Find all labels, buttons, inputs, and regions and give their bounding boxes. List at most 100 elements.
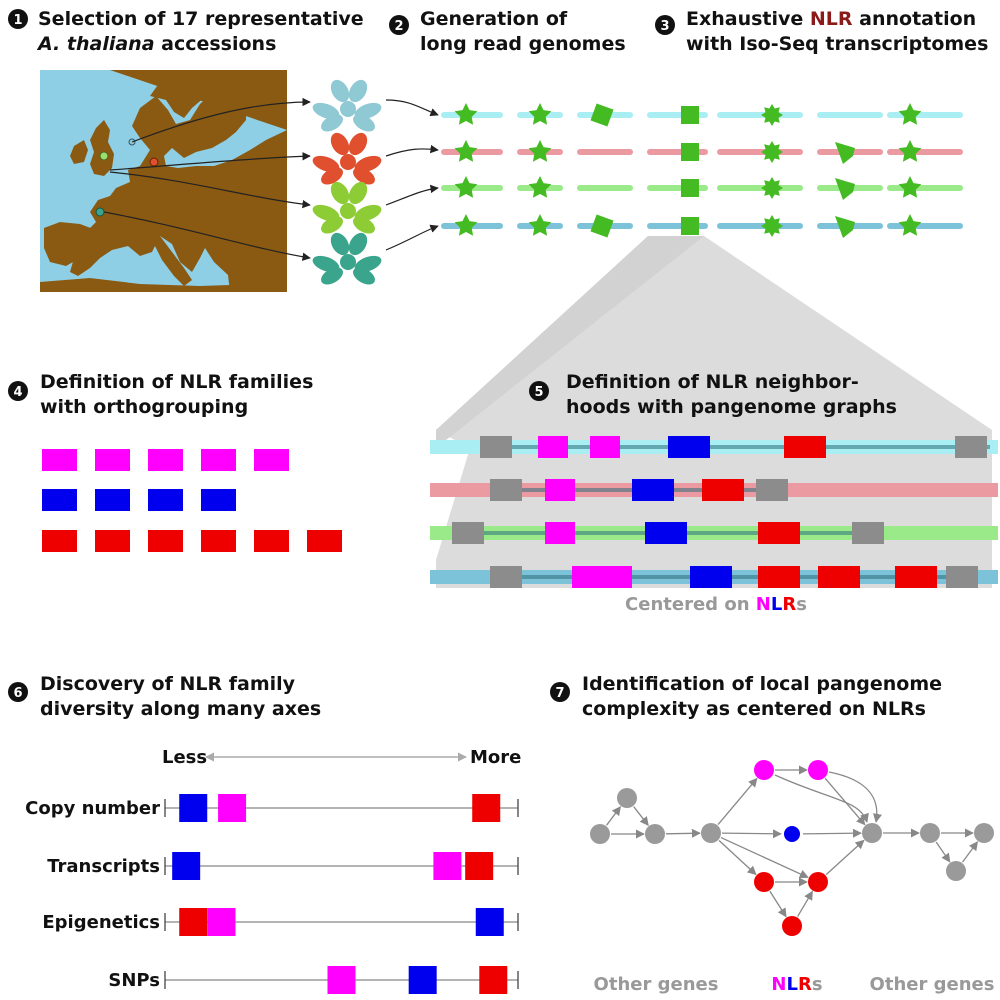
graph-node	[920, 823, 940, 843]
neighborhood-gene	[758, 566, 800, 588]
neighborhood-gene	[702, 479, 744, 501]
plant-rosette	[312, 132, 382, 185]
step-title-line-2: hoods with pangenome graphs	[566, 396, 897, 418]
caption-pre: Centered on	[625, 594, 756, 615]
neighborhood-gene	[756, 479, 788, 501]
plant-leaf	[353, 167, 375, 185]
graph-edge	[962, 841, 979, 863]
nlrs-caption: NLRs	[771, 974, 822, 995]
species-name: A. thaliana	[36, 33, 155, 55]
neighborhood-track	[430, 479, 998, 501]
caption-letter-r: R	[798, 974, 812, 995]
nlr-gene-star	[528, 214, 552, 236]
caption-letter-l: L	[771, 594, 782, 615]
step-title-line-1: Definition of NLR families	[40, 371, 313, 393]
axis-mark	[472, 794, 501, 822]
arrow	[109, 171, 311, 209]
nlr-gene-square	[681, 143, 699, 161]
step-number: 6	[13, 686, 22, 701]
plant-leaf	[353, 216, 375, 234]
axis-row-label: Copy number	[25, 798, 160, 819]
plant-leaf	[321, 114, 343, 132]
plant-leaf	[348, 132, 368, 156]
nlr-family-member	[42, 530, 77, 552]
axis-row-label: SNPs	[108, 970, 160, 991]
graph-edge	[825, 839, 865, 876]
axis-mark	[408, 966, 437, 994]
step-number: 2	[394, 19, 403, 34]
nlr-gene-star	[454, 103, 478, 125]
arrow	[385, 184, 439, 206]
plant-leaf	[348, 181, 368, 205]
step-7-heading: 7 Identification of local pangenome comp…	[550, 673, 942, 720]
graph-edge	[935, 841, 951, 863]
neighborhood-gene	[590, 436, 620, 458]
step-number-badge	[8, 682, 28, 702]
nlr-gene-diamond	[590, 103, 614, 127]
iberia	[44, 222, 96, 266]
step-title-line-1: Selection of 17 representative	[38, 8, 364, 30]
step-title-post: annotation	[853, 8, 977, 30]
plant-leaf	[321, 216, 343, 234]
nlr-gene-burst	[761, 177, 783, 199]
step-title-line-1: Identification of local pangenome	[582, 673, 942, 695]
graph-edge	[720, 836, 809, 879]
nlr-gene-square	[681, 106, 699, 124]
plant-rosette	[312, 79, 382, 132]
graph-node	[808, 872, 828, 892]
north-africa	[40, 278, 287, 292]
step-number-badge	[550, 682, 570, 702]
neighborhood-gene	[946, 566, 978, 588]
nlr-family-member	[95, 530, 130, 552]
graph-edge	[633, 806, 649, 827]
plant-leaf	[330, 181, 350, 205]
nlr-family-member	[95, 449, 130, 471]
axis-mark	[327, 966, 356, 994]
nlr-gene-star	[898, 214, 922, 236]
graph-node	[617, 788, 637, 808]
less-label: Less	[162, 747, 207, 768]
axis-mark	[465, 852, 494, 880]
step-title-line-1: Definition of NLR neighbor-	[566, 371, 859, 393]
neighborhood-track	[430, 522, 998, 544]
nlr-neighborhoods	[430, 436, 998, 588]
nlr-family-member	[201, 530, 236, 552]
nlr-gene-star	[528, 176, 552, 198]
nlr-gene-star	[528, 103, 552, 125]
other-genes-right-caption: Other genes	[870, 974, 995, 995]
arrow	[385, 224, 439, 251]
map-to-plant-arrows	[103, 97, 311, 261]
genome-track	[441, 176, 963, 200]
axis-mark	[218, 794, 247, 822]
axis-mark	[179, 908, 208, 936]
step-title-line-2: with Iso-Seq transcriptomes	[686, 33, 988, 55]
graph-node	[782, 916, 802, 936]
plant-to-genome-arrows	[385, 99, 439, 251]
step-title-line-1: Generation of	[420, 8, 568, 30]
caption-letter-r: R	[782, 594, 796, 615]
nlr-family-member	[201, 489, 236, 511]
axis-mark	[479, 966, 508, 994]
neighborhood-gene	[895, 566, 937, 588]
axis-row: Transcripts	[47, 852, 519, 880]
graph-node	[590, 824, 610, 844]
step-title-line-1: Discovery of NLR family	[40, 673, 296, 695]
nlr-gene-wedge	[835, 216, 855, 238]
step-number-badge	[529, 381, 549, 401]
nlr-gene-diamond	[590, 214, 614, 238]
step-title-line-2: long read genomes	[420, 33, 626, 55]
step-title-line-2: A. thaliana accessions	[36, 33, 276, 55]
arrow	[385, 99, 439, 117]
plant-leaf	[348, 232, 368, 256]
nlr-gene-star	[528, 140, 552, 162]
neighborhood-gene	[645, 522, 687, 544]
more-label: More	[470, 747, 521, 768]
graph-edge	[606, 806, 621, 826]
nlr-family-member	[307, 530, 342, 552]
genome-track	[441, 214, 963, 238]
arrow	[131, 97, 311, 143]
plant-leaf	[340, 203, 356, 219]
nlr-gene-star	[898, 103, 922, 125]
caption-letter-n: N	[771, 974, 786, 995]
genome-track	[441, 103, 963, 127]
